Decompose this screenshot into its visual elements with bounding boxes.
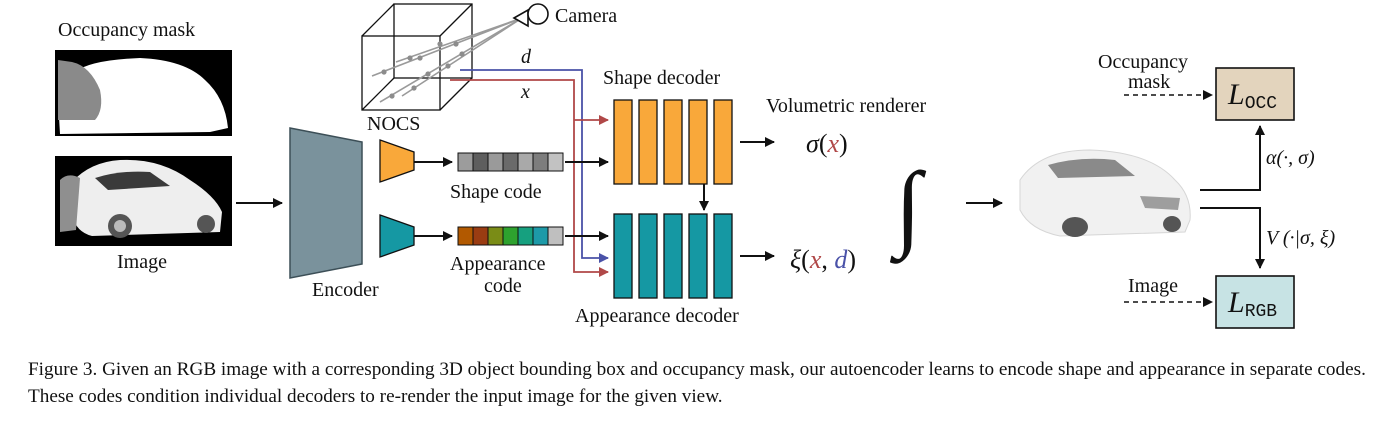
x-position-line bbox=[450, 79, 609, 277]
rendered-car-image bbox=[1019, 149, 1191, 237]
d-direction-line bbox=[460, 69, 609, 263]
image-target-label: Image bbox=[1128, 275, 1178, 297]
occupancy-mask-image bbox=[55, 50, 232, 136]
occupancy-mask-label: Occupancy mask bbox=[58, 19, 195, 41]
volumetric-renderer-label: Volumetric renderer bbox=[766, 95, 926, 117]
shape-decoder-block bbox=[613, 99, 733, 185]
architecture-diagram: Occupancy mask Image Encoder bbox=[55, 3, 1335, 329]
render-to-rgb-loss-line bbox=[1200, 207, 1265, 269]
appearance-decoder-layer bbox=[613, 213, 633, 299]
appearance-code-cell bbox=[457, 226, 474, 246]
input-car-image bbox=[55, 156, 232, 246]
shape-code-cell bbox=[532, 152, 549, 172]
shape-code-label: Shape code bbox=[450, 181, 542, 203]
integral-symbol: ∫ bbox=[889, 152, 927, 264]
shape-decoder-layer bbox=[713, 99, 733, 185]
render-to-occ-loss-line bbox=[1200, 125, 1265, 191]
sigma-expression: σ(x) bbox=[806, 129, 848, 158]
shape-decoder-layer bbox=[613, 99, 633, 185]
loss-occ-box bbox=[1215, 67, 1295, 121]
appearance-decoder-block bbox=[613, 213, 733, 299]
xi-expression: ξ(x, d) bbox=[790, 245, 856, 274]
shape-decoder-layer bbox=[688, 99, 708, 185]
camera-icon bbox=[512, 3, 549, 28]
appearance-code-vector bbox=[457, 226, 564, 246]
nocs-cube bbox=[361, 3, 473, 111]
volume-render-label: V (·|σ, ξ) bbox=[1266, 227, 1335, 249]
shape-code-cell bbox=[487, 152, 504, 172]
appearance-code-cell bbox=[547, 226, 564, 246]
appearance-head bbox=[379, 214, 415, 258]
shape-code-cell bbox=[472, 152, 489, 172]
occupancy-mask-target-label-1: Occupancy bbox=[1098, 51, 1188, 73]
encoder-label: Encoder bbox=[312, 279, 379, 301]
appearance-code-cell bbox=[502, 226, 519, 246]
shape-code-cell bbox=[457, 152, 474, 172]
appearance-decoder-layer bbox=[663, 213, 683, 299]
shape-code-cell bbox=[547, 152, 564, 172]
loss-rgb-box bbox=[1215, 275, 1295, 329]
appearance-decoder-layer bbox=[688, 213, 708, 299]
loss-rgb-label: LRGB bbox=[1227, 286, 1277, 322]
camera-label: Camera bbox=[555, 5, 617, 27]
encoder-block bbox=[289, 127, 363, 279]
d-label: d bbox=[521, 46, 532, 68]
shape-code-cell bbox=[517, 152, 534, 172]
appearance-code-label-1: Appearance bbox=[450, 253, 546, 275]
appearance-code-cell bbox=[517, 226, 534, 246]
alpha-compositing-label: α(·, σ) bbox=[1266, 147, 1315, 169]
appearance-decoder-layer bbox=[713, 213, 733, 299]
shape-head bbox=[379, 139, 415, 183]
shape-code-vector bbox=[457, 152, 564, 172]
shape-decoder-layer bbox=[663, 99, 683, 185]
loss-occ-label: LOCC bbox=[1227, 78, 1277, 114]
shape-decoder-label: Shape decoder bbox=[603, 67, 721, 89]
camera-rays bbox=[371, 17, 523, 103]
appearance-code-label-2: code bbox=[484, 275, 522, 297]
sample-points bbox=[381, 41, 465, 99]
appearance-decoder-layer bbox=[638, 213, 658, 299]
shape-code-cell bbox=[502, 152, 519, 172]
shape-decoder-layer bbox=[638, 99, 658, 185]
appearance-code-cell bbox=[472, 226, 489, 246]
appearance-code-cell bbox=[532, 226, 549, 246]
occupancy-mask-target-label-2: mask bbox=[1128, 71, 1170, 93]
figure-caption: Figure 3. Given an RGB image with a corr… bbox=[28, 359, 1366, 407]
appearance-code-cell bbox=[487, 226, 504, 246]
image-label: Image bbox=[117, 251, 167, 273]
nocs-label: NOCS bbox=[367, 113, 420, 135]
x-label: x bbox=[520, 81, 530, 103]
appearance-decoder-label: Appearance decoder bbox=[575, 305, 739, 327]
